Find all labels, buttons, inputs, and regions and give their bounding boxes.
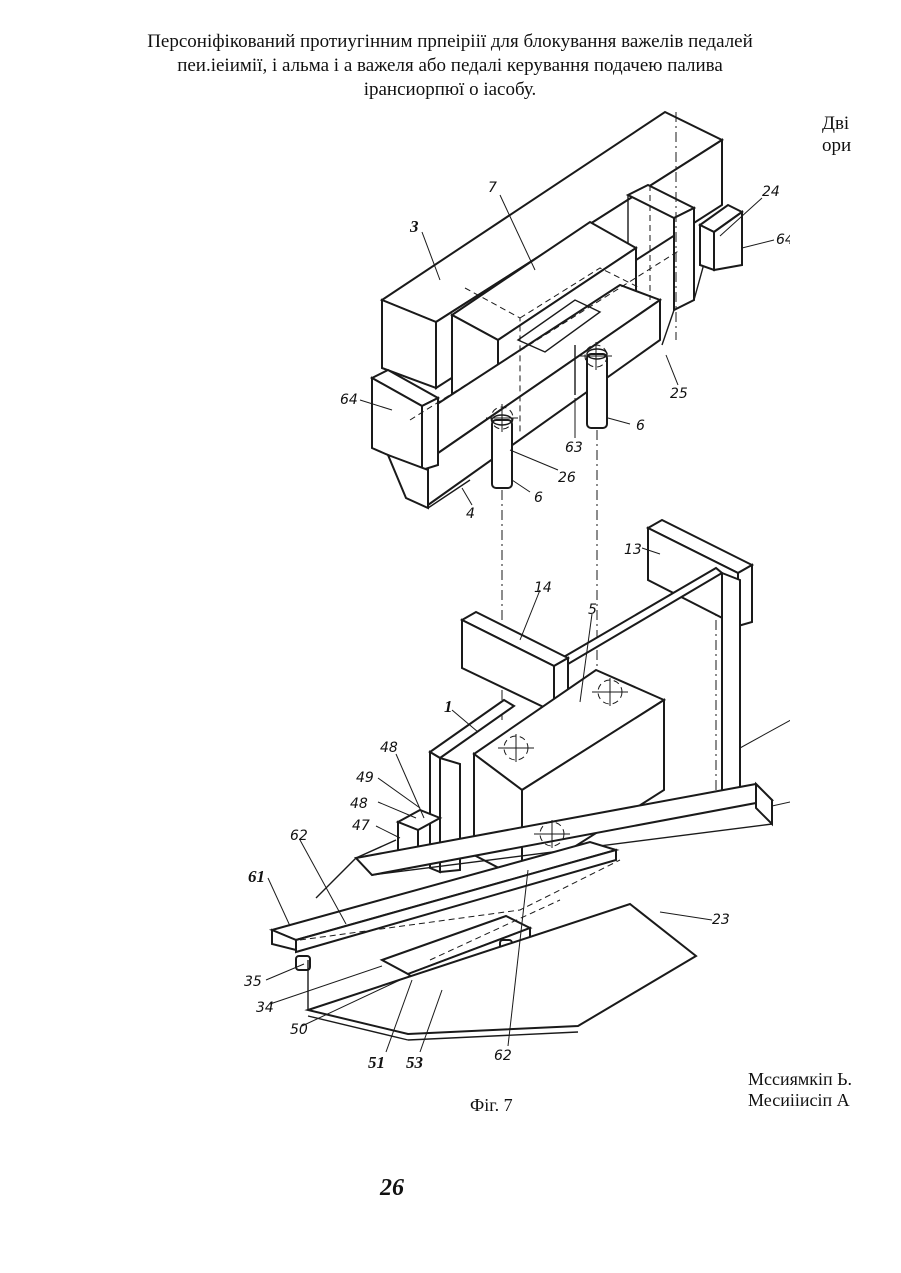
author-line-2: Месиііисіп А [748,1090,852,1111]
label-6-left: 6 [534,490,543,506]
side-note-line-2: ори [822,135,851,157]
label-49: 49 [356,770,374,786]
upper-body-3 [372,112,742,508]
label-35: 35 [244,974,262,990]
label-1: 1 [444,697,453,716]
page-number: 26 [380,1175,404,1202]
title-line-3: ірансиорпюї о іасобу. [60,78,840,102]
label-51: 51 [368,1053,385,1072]
authors: Мссиямкіп Ь. Месиііисіп А [748,1069,852,1111]
figure-caption: Фіг. 7 [470,1095,513,1116]
label-61: 61 [248,867,265,886]
label-23: 23 [712,912,730,928]
label-25: 25 [670,386,688,402]
technical-drawing: 3 7 24 64 64 25 6 63 26 6 4 13 14 5 1 2 … [230,100,790,1080]
label-26: 26 [558,470,576,486]
label-7: 7 [488,180,497,196]
label-48-bottom: 48 [350,796,368,812]
label-48-top: 48 [380,740,398,756]
side-note: Дві ори [822,113,851,157]
document-title: Персоніфікований протиугінним прпеіріії … [60,30,840,102]
label-24: 24 [762,184,780,200]
label-6-right: 6 [636,418,645,434]
label-47: 47 [352,818,370,834]
label-13: 13 [624,542,642,558]
label-5: 5 [588,602,597,618]
title-line-1: Персоніфікований протиугінним прпеіріії … [60,30,840,54]
label-63: 63 [565,440,583,456]
label-64-right: 64 [776,232,790,248]
title-line-2: пеи.іеіимії, і альма і а важеля або педа… [60,54,840,78]
label-64-left: 64 [340,392,358,408]
label-62-bottom: 62 [494,1048,512,1064]
label-62-top: 62 [290,828,308,844]
label-34: 34 [256,1000,274,1016]
label-14: 14 [534,580,552,596]
label-4: 4 [466,506,475,522]
label-53: 53 [406,1053,424,1072]
side-note-line-1: Дві [822,113,851,135]
lower-assembly [272,520,772,1040]
label-50: 50 [290,1022,308,1038]
author-line-1: Мссиямкіп Ь. [748,1069,852,1090]
label-3: 3 [409,217,419,236]
